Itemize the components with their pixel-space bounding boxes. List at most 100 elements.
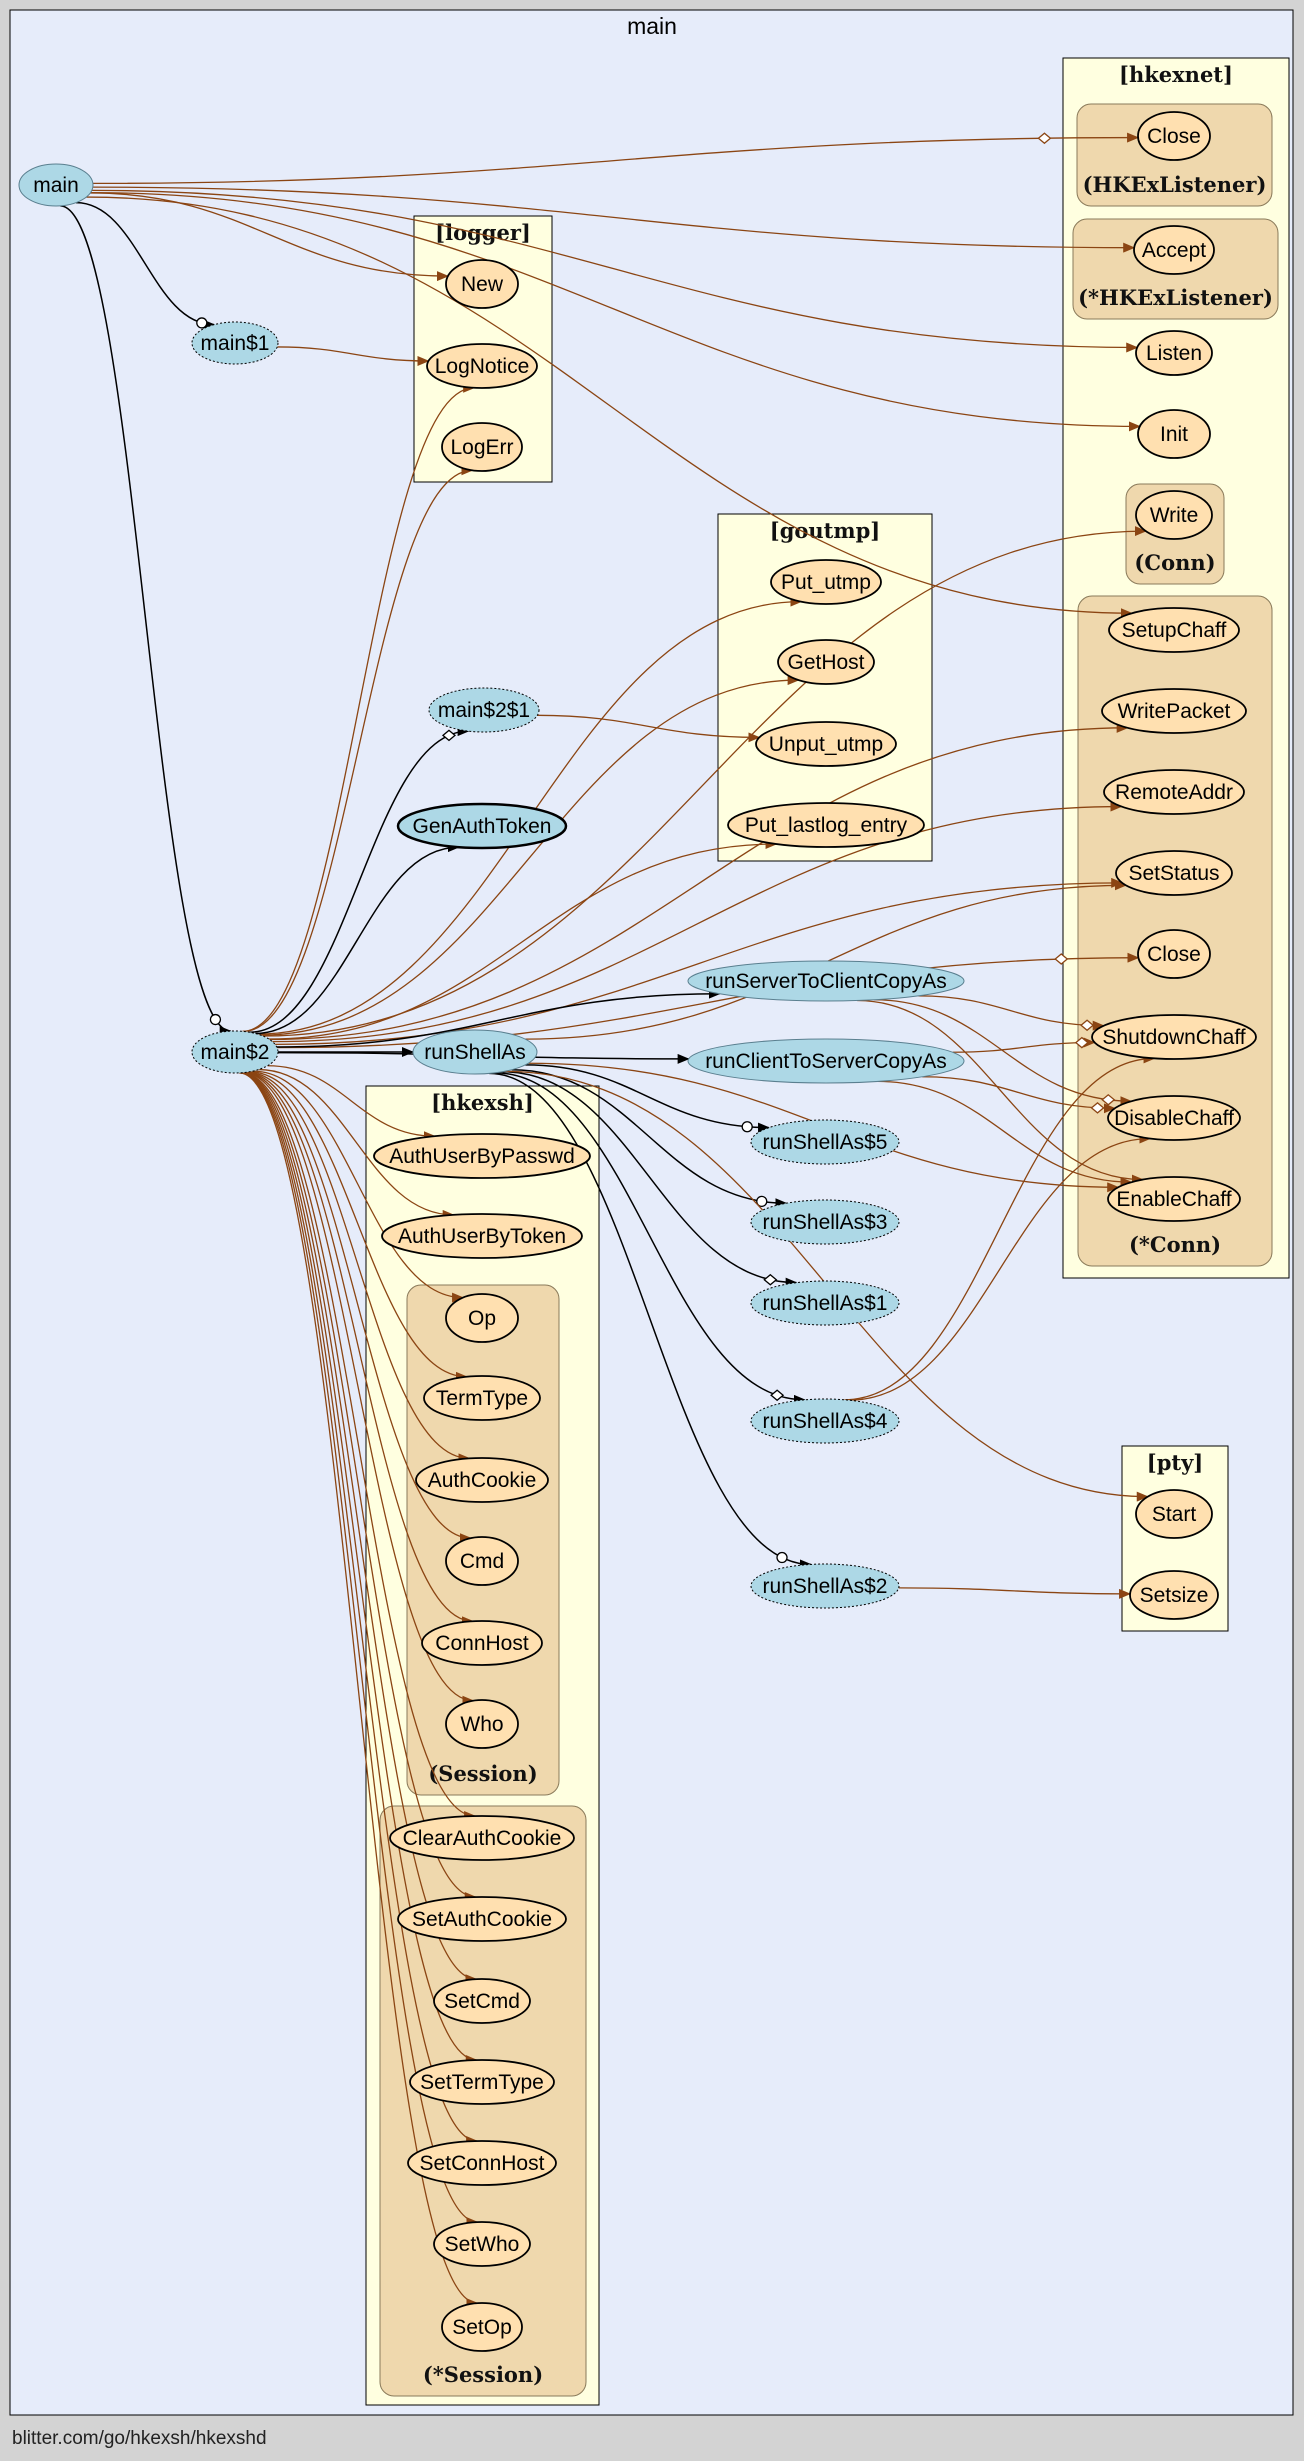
node-putlastlog[interactable]: Put_lastlog_entry: [727, 802, 925, 848]
node-gethost[interactable]: GetHost: [777, 639, 875, 685]
edge-defer-marker: [763, 1273, 778, 1286]
node-rs3[interactable]: runShellAs$3: [750, 1199, 900, 1245]
node-shape-setstatus: [1115, 850, 1233, 896]
node-listen[interactable]: Listen: [1135, 330, 1213, 376]
node-main21[interactable]: main$2$1: [428, 687, 540, 733]
node-rs4[interactable]: runShellAs$4: [750, 1398, 900, 1444]
edge-main2-to-op: [252, 1070, 465, 1303]
node-authpass[interactable]: AuthUserByPasswd: [373, 1133, 591, 1179]
edge-go-marker: [741, 1121, 753, 1133]
node-label-rs4: runShellAs$4: [763, 1410, 888, 1433]
node-rs1[interactable]: runShellAs$1: [750, 1280, 900, 1326]
node-label-main1: main$1: [201, 332, 270, 355]
edge-main2-to-gethost: [260, 675, 800, 1036]
edge-main2-to-main21: [249, 726, 470, 1033]
node-label-rs5: runShellAs$5: [763, 1131, 888, 1154]
edge-main2-to-putlastlog: [268, 839, 778, 1040]
node-shape-setcmd: [433, 1978, 531, 2024]
node-shape-main21: [428, 687, 540, 733]
node-init[interactable]: Init: [1137, 409, 1211, 459]
node-label-setconnhost: SetConnHost: [420, 2152, 545, 2175]
node-shape-cclose: [1137, 929, 1211, 979]
node-setauth[interactable]: SetAuthCookie: [397, 1896, 567, 1942]
edge-main2-to-clearauth: [241, 1072, 477, 1821]
node-termtype[interactable]: TermType: [423, 1375, 541, 1421]
node-runshell[interactable]: runShellAs: [412, 1029, 538, 1075]
node-c2s[interactable]: runClientToServerCopyAs: [687, 1038, 965, 1084]
node-clearauth[interactable]: ClearAuthCookie: [389, 1815, 575, 1861]
node-lnotice[interactable]: LogNotice: [426, 343, 538, 389]
node-label-rs1: runShellAs$1: [763, 1292, 888, 1315]
node-lclose[interactable]: Close: [1137, 111, 1211, 161]
node-disablechaff[interactable]: DisableChaff: [1107, 1095, 1241, 1141]
node-shape-setconnhost: [407, 2140, 557, 2186]
node-label-clearauth: ClearAuthCookie: [403, 1827, 562, 1850]
edge-main-to-accept: [92, 186, 1136, 253]
node-label-cclose: Close: [1147, 943, 1201, 966]
node-shape-settermtype: [409, 2059, 555, 2105]
edge-defer-marker: [1080, 1019, 1095, 1032]
node-shape-main2: [191, 1030, 279, 1074]
node-label-listen: Listen: [1146, 342, 1202, 365]
node-shape-write: [1135, 490, 1213, 540]
node-shape-rs2: [750, 1563, 900, 1609]
node-s2c[interactable]: runServerToClientCopyAs: [687, 960, 965, 1002]
edge-main2-to-connhost: [243, 1071, 474, 1627]
node-authtoken[interactable]: AuthUserByToken: [381, 1213, 583, 1259]
edge-defer-marker: [441, 729, 456, 742]
node-write[interactable]: Write: [1135, 490, 1213, 540]
edge-go-marker: [776, 1551, 788, 1564]
node-label-authpass: AuthUserByPasswd: [389, 1145, 575, 1168]
edge-main-to-listen: [91, 189, 1139, 353]
node-setconnhost[interactable]: SetConnHost: [407, 2140, 557, 2186]
node-shape-enablechaff: [1107, 1176, 1241, 1222]
node-setwho[interactable]: SetWho: [433, 2221, 531, 2267]
node-main2[interactable]: main$2: [191, 1030, 279, 1074]
node-shape-setupchaff: [1108, 607, 1240, 653]
node-setsize[interactable]: Setsize: [1129, 1570, 1219, 1620]
node-remoteaddr[interactable]: RemoteAddr: [1103, 769, 1245, 815]
node-shape-accept: [1133, 225, 1215, 275]
node-label-main2: main$2: [201, 1041, 270, 1064]
node-lerr[interactable]: LogErr: [441, 422, 523, 472]
node-label-setop: SetOp: [452, 2316, 512, 2339]
edge-defer-marker: [1037, 132, 1052, 145]
node-lnew[interactable]: New: [445, 259, 519, 309]
node-shape-lerr: [441, 422, 523, 472]
node-start[interactable]: Start: [1135, 1489, 1213, 1539]
node-settermtype[interactable]: SetTermType: [409, 2059, 555, 2105]
node-cclose[interactable]: Close: [1137, 929, 1211, 979]
node-rs2[interactable]: runShellAs$2: [750, 1563, 900, 1609]
node-label-setsize: Setsize: [1140, 1584, 1209, 1607]
node-label-lnew: New: [461, 273, 504, 296]
node-setop[interactable]: SetOp: [441, 2302, 523, 2352]
node-main[interactable]: main: [18, 163, 94, 207]
edge-main2-to-authtoken: [258, 1068, 455, 1220]
edge-runshell-to-rs1: [502, 1070, 798, 1288]
node-shape-putlastlog: [727, 802, 925, 848]
node-op[interactable]: Op: [445, 1293, 519, 1343]
node-rs5[interactable]: runShellAs$5: [750, 1119, 900, 1165]
node-enablechaff[interactable]: EnableChaff: [1107, 1176, 1241, 1222]
node-setcmd[interactable]: SetCmd: [433, 1978, 531, 2024]
node-accept[interactable]: Accept: [1133, 225, 1215, 275]
node-authcookie[interactable]: AuthCookie: [415, 1457, 549, 1503]
node-unpututmp[interactable]: Unput_utmp: [755, 721, 897, 767]
edge-main2-to-s2c: [276, 988, 721, 1048]
node-pututmp[interactable]: Put_utmp: [770, 559, 882, 605]
edge-main2-to-setop: [239, 1072, 479, 2309]
node-writepacket[interactable]: WritePacket: [1101, 688, 1247, 734]
node-setupchaff[interactable]: SetupChaff: [1108, 607, 1240, 653]
node-who[interactable]: Who: [445, 1699, 519, 1749]
node-main1[interactable]: main$1: [191, 321, 279, 365]
node-label-main21: main$2$1: [438, 699, 530, 722]
node-setstatus[interactable]: SetStatus: [1115, 850, 1233, 896]
node-shutdownchaff[interactable]: ShutdownChaff: [1091, 1014, 1257, 1060]
node-genauth[interactable]: GenAuthToken: [396, 802, 568, 850]
node-connhost[interactable]: ConnHost: [421, 1620, 543, 1666]
node-label-who: Who: [460, 1713, 503, 1736]
node-label-rs2: runShellAs$2: [763, 1575, 888, 1598]
node-cmd[interactable]: Cmd: [445, 1536, 519, 1586]
